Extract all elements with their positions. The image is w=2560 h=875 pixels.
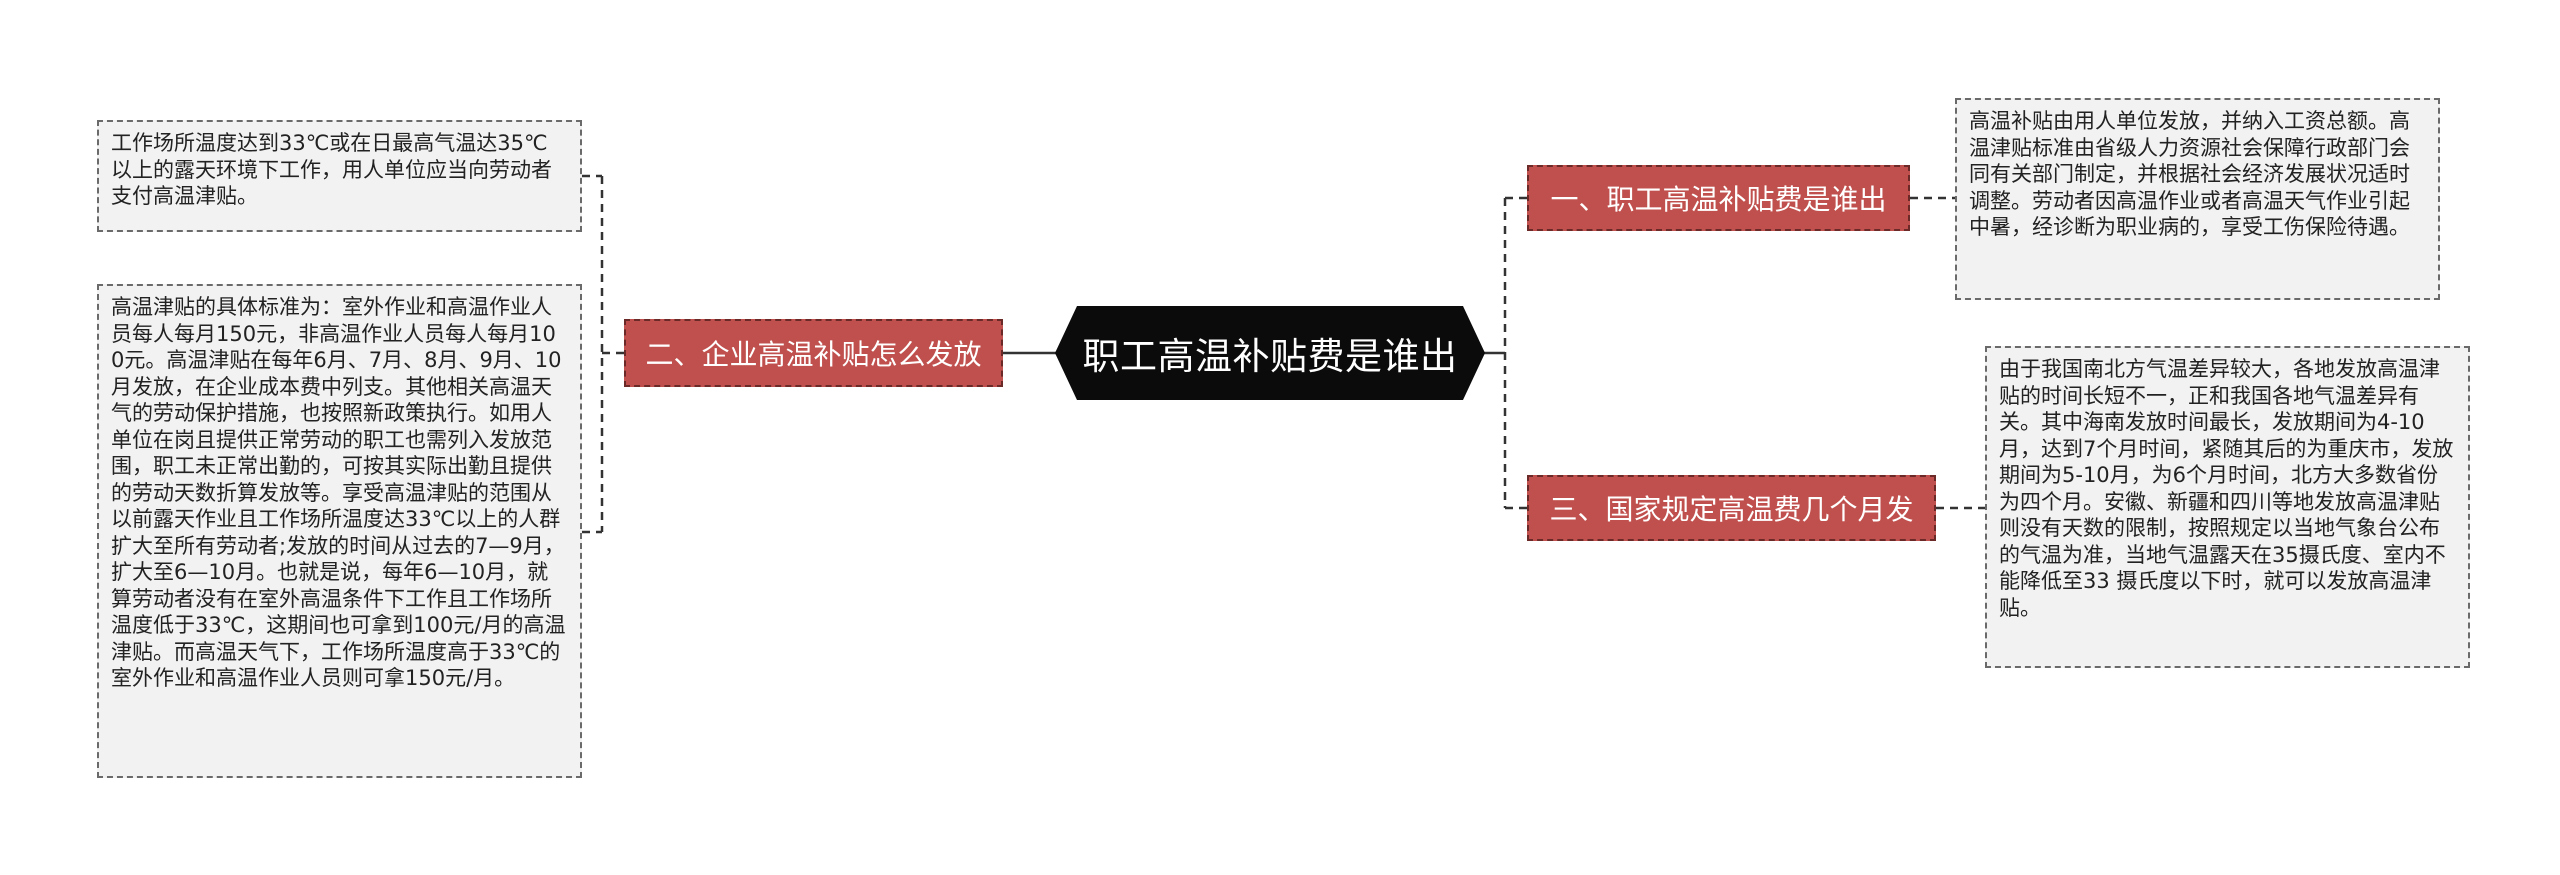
leaf-topic-branch-3[interactable]: 由于我国南北方气温差异较大，各地发放高温津贴的时间长短不一，正和我国各地气温差异… <box>1985 346 2470 668</box>
branch-topic-2[interactable]: 二、企业高温补贴怎么发放 <box>624 319 1003 387</box>
branch-topic-2-label: 二、企业高温补贴怎么发放 <box>645 338 982 371</box>
leaf-topic-branch-2-a-text: 工作场所温度达到33℃或在日最高气温达35℃以上的露天环境下工作，用人单位应当向… <box>111 131 552 208</box>
leaf-topic-branch-1[interactable]: 高温补贴由用人单位发放，并纳入工资总额。高温津贴标准由省级人力资源社会保障行政部… <box>1955 98 2440 300</box>
leaf-topic-branch-2-a[interactable]: 工作场所温度达到33℃或在日最高气温达35℃以上的露天环境下工作，用人单位应当向… <box>97 120 582 232</box>
leaf-topic-branch-2-b-text: 高温津贴的具体标准为：室外作业和高温作业人员每人每月150元，非高温作业人员每人… <box>111 295 566 690</box>
root-topic-label: 职工高温补贴费是谁出 <box>1082 335 1458 378</box>
branch-topic-3-label: 三、国家规定高温费几个月发 <box>1549 493 1914 526</box>
leaf-topic-branch-2-b[interactable]: 高温津贴的具体标准为：室外作业和高温作业人员每人每月150元，非高温作业人员每人… <box>97 284 582 778</box>
leaf-topic-branch-1-text: 高温补贴由用人单位发放，并纳入工资总额。高温津贴标准由省级人力资源社会保障行政部… <box>1969 109 2410 239</box>
branch-topic-3[interactable]: 三、国家规定高温费几个月发 <box>1527 475 1936 541</box>
branch-topic-1[interactable]: 一、职工高温补贴费是谁出 <box>1527 165 1910 231</box>
leaf-topic-branch-3-text: 由于我国南北方气温差异较大，各地发放高温津贴的时间长短不一，正和我国各地气温差异… <box>1999 357 2454 620</box>
root-topic[interactable]: 职工高温补贴费是谁出 <box>1055 306 1485 400</box>
branch-topic-1-label: 一、职工高温补贴费是谁出 <box>1550 183 1887 216</box>
